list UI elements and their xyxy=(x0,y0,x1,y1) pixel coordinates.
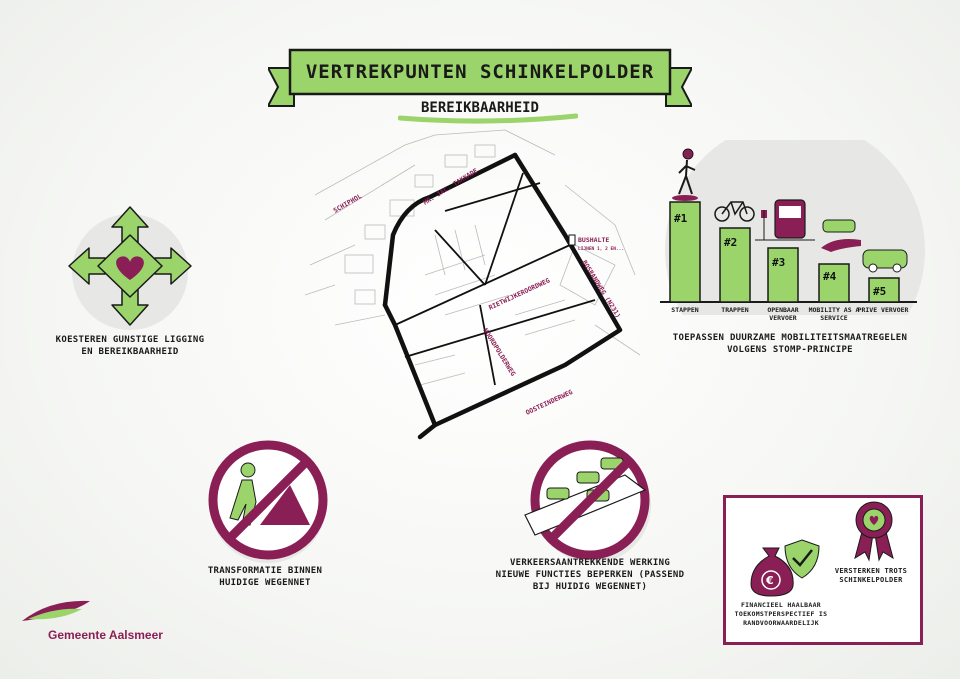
title-banner xyxy=(268,48,692,107)
street-label-rietwijkeroordweg: RIETWIJKEROORDWEG xyxy=(487,276,551,311)
street-label-noordpolderweg: NOORDPOLDERWEG xyxy=(481,327,517,378)
stomp-bar-1 xyxy=(669,201,701,303)
stomp-num-1: #1 xyxy=(674,212,688,225)
stomp-label-3: OPENBAAR VERVOER xyxy=(767,306,799,323)
no-hiking-icon xyxy=(208,440,328,563)
no-cars-icon xyxy=(524,440,651,563)
rosette-icon xyxy=(854,501,894,562)
stomp-label-1: STAPPEN xyxy=(671,306,699,314)
stomp-num-3: #3 xyxy=(772,256,785,269)
area-map: SCHIPHOL MR. JAC. TAKKADE BUSHALTE LIJNE… xyxy=(304,129,641,440)
heart-arrows-icon xyxy=(68,206,192,330)
stomp-bar-5 xyxy=(868,277,900,303)
stomp-num-4: #4 xyxy=(823,270,837,283)
street-label-bushalte-sub: LIJNEN 1, 2 EN... xyxy=(578,246,624,252)
stomp-bar-4 xyxy=(818,263,850,303)
stomp-bar-2 xyxy=(719,227,751,303)
bus-stop-icon xyxy=(568,234,576,246)
stomp-num-5: #5 xyxy=(873,285,886,298)
street-label-bosrandweg: BOSRANDWEG (N231) xyxy=(580,259,622,320)
card-trots-label: VERSTERKEN TROTS SCHINKELPOLDER xyxy=(834,567,908,585)
stomp-label-5: PRIVE VERVOER xyxy=(857,306,909,314)
card-stomp-label: TOEPASSEN DUURZAME MOBILITEITSMAATREGELE… xyxy=(672,333,908,356)
card-transformatie-label: TRANSFORMATIE BINNEN HUIDIGE WEGENNET xyxy=(207,566,323,589)
shield-check-icon xyxy=(784,539,820,579)
logo-mark xyxy=(22,600,90,621)
svg-text:€: € xyxy=(765,574,774,587)
card-verkeer-label: VERKEERSAANTREKKENDE WERKING NIEUWE FUNC… xyxy=(495,558,685,593)
logo-text: Gemeente Aalsmeer xyxy=(48,628,163,642)
street-label-oosteinderweg: OOSTEINDERWEG xyxy=(524,388,574,417)
stomp-label-2: TRAPPEN xyxy=(721,306,749,314)
card-financieel-label: FINANCIEEL HAALBAAR TOEKOMSTPERSPECTIEF … xyxy=(734,601,828,627)
stomp-label-4: MOBILITY AS A SERVICE xyxy=(808,306,860,323)
stomp-bar-3 xyxy=(767,247,799,303)
stomp-num-2: #2 xyxy=(724,236,737,249)
subtitle-underline xyxy=(398,113,578,124)
street-label-bushalte: BUSHALTE xyxy=(578,236,609,244)
money-bag-icon: € xyxy=(750,547,794,597)
stomp-chart: #1 #2 #3 #4 #5 xyxy=(660,140,925,315)
page-title: VERTREKPUNTEN SCHINKELPOLDER xyxy=(305,61,655,83)
subtitle: BEREIKBAARHEID xyxy=(420,100,539,116)
card-ligging-label: KOESTEREN GUNSTIGE LIGGING EN BEREIKBAAR… xyxy=(55,335,205,358)
street-label-schiphol: SCHIPHOL xyxy=(332,192,363,215)
